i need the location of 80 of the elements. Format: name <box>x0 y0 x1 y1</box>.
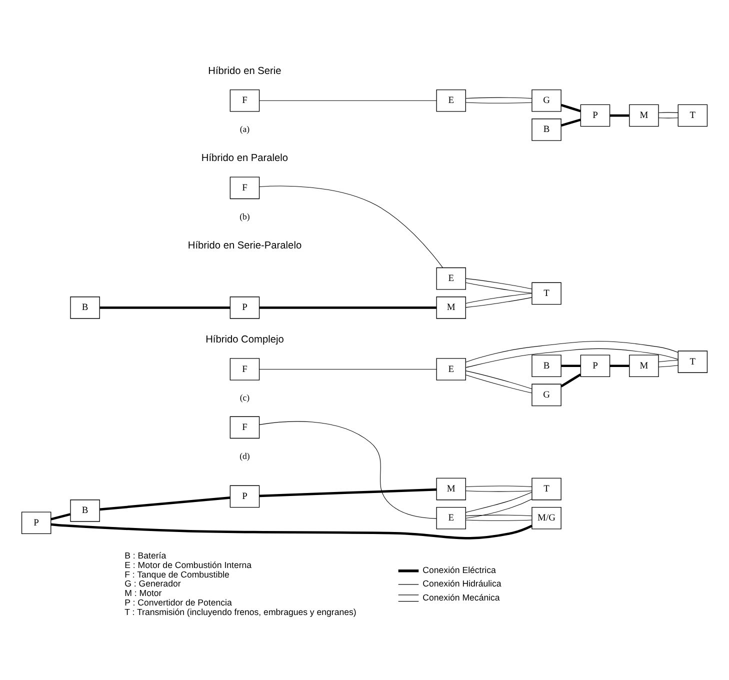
connector <box>465 292 532 304</box>
label: Híbrido en Serie-Paralelo <box>188 240 302 251</box>
label: E : Motor de Combustión Interna <box>124 559 252 570</box>
connector <box>658 364 678 367</box>
node-box: E <box>436 358 466 380</box>
connector <box>465 490 532 492</box>
connector <box>259 368 437 370</box>
connector <box>260 306 437 308</box>
connector <box>50 512 71 520</box>
node-box: M <box>436 477 466 500</box>
label: (d) <box>240 450 250 460</box>
label: Híbrido en Paralelo <box>201 152 288 164</box>
connector <box>560 372 582 387</box>
label: F : Tanque de Combustible <box>124 568 230 579</box>
connector <box>465 498 532 518</box>
connector <box>560 118 581 126</box>
connector <box>465 96 532 98</box>
node-box: E <box>436 266 466 290</box>
node-box: P <box>230 296 260 318</box>
label: T : Transmisión (incluyendo frenos, embragues y engranes) <box>124 606 356 617</box>
connector <box>610 364 630 367</box>
node-box: F <box>230 88 260 112</box>
node-box: M <box>436 296 466 318</box>
label: B : Batería <box>124 550 166 560</box>
node-box: P <box>580 354 610 377</box>
connector <box>100 306 230 308</box>
label: P : Convertidor de Potencia <box>124 597 232 608</box>
connector <box>465 278 532 289</box>
node-box: P <box>21 511 52 534</box>
node-box: P <box>230 484 260 508</box>
connector <box>465 102 532 103</box>
connector <box>610 114 630 116</box>
node-box: G <box>532 88 562 112</box>
connector <box>259 185 444 268</box>
node-box: F <box>230 358 260 380</box>
label: M : Motor <box>124 588 162 598</box>
connector <box>561 364 581 367</box>
legend-label: Conexión Eléctrica <box>422 564 496 575</box>
label: (a) <box>240 124 250 134</box>
node-box: M <box>629 354 659 377</box>
node-box: E <box>436 88 466 112</box>
node-box: B <box>70 296 100 318</box>
legend-label: Conexión Mecánica <box>422 592 500 602</box>
connector <box>50 522 532 539</box>
connector <box>658 359 678 362</box>
node-box: T <box>532 477 562 500</box>
node-box: B <box>70 499 100 522</box>
connector <box>465 296 532 308</box>
connector <box>466 340 678 362</box>
label: (b) <box>240 210 250 221</box>
node-box: F <box>230 176 260 199</box>
connector <box>465 519 532 520</box>
node-box: M <box>629 104 659 126</box>
node-box: E <box>436 506 466 529</box>
connector <box>465 491 532 512</box>
label: (c) <box>240 392 250 402</box>
connector <box>560 103 581 112</box>
connector <box>465 282 532 293</box>
connector <box>465 485 532 487</box>
connector <box>259 420 437 518</box>
node-box: P <box>580 104 610 126</box>
connector <box>465 370 532 389</box>
node-box: M/G <box>532 506 562 529</box>
connector <box>466 348 678 368</box>
node-box: T <box>678 104 708 126</box>
node-box: G <box>532 383 562 406</box>
label: G : Generador <box>124 578 181 588</box>
connector <box>100 496 230 510</box>
node-box: B <box>532 354 562 377</box>
connector <box>658 117 678 118</box>
node-box: T <box>532 282 562 304</box>
connector <box>465 514 532 516</box>
connector <box>259 488 437 497</box>
connector <box>465 374 532 393</box>
label: Híbrido en Serie <box>208 65 282 76</box>
label: Híbrido Complejo <box>206 334 284 346</box>
node-box: B <box>532 118 562 140</box>
node-box: T <box>678 350 708 372</box>
legend-label: Conexión Hidráulica <box>422 578 502 588</box>
node-box: F <box>230 416 260 438</box>
